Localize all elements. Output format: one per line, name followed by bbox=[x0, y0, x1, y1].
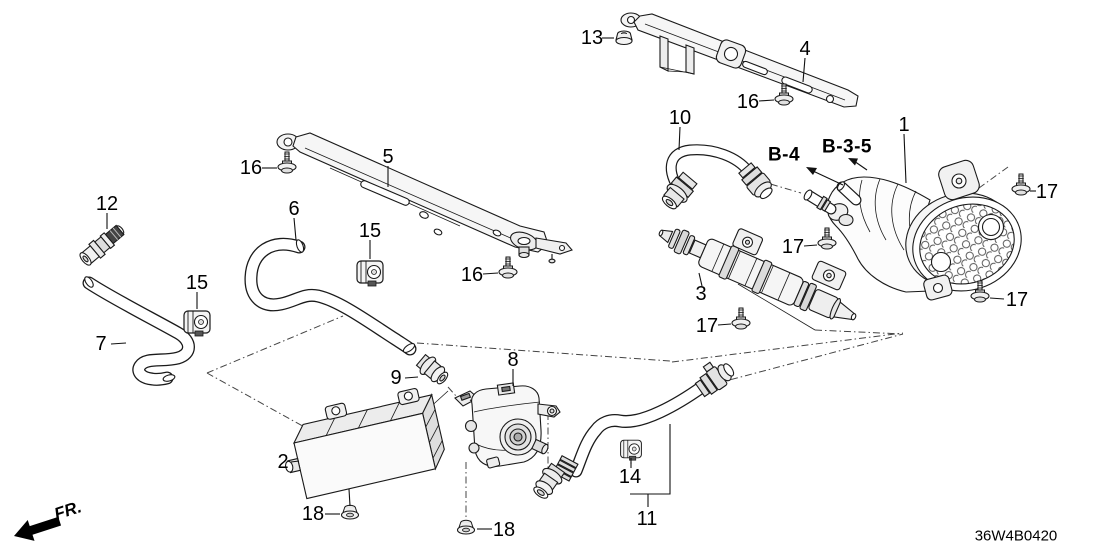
callout-17-7[interactable]: 17 bbox=[1035, 181, 1059, 203]
callout-11-23[interactable]: 11 bbox=[636, 508, 658, 530]
front-direction-arrow-icon bbox=[14, 516, 62, 541]
leader-lines bbox=[106, 37, 1036, 530]
callout-3-14[interactable]: 3 bbox=[695, 283, 707, 305]
ref-label-b-3-5[interactable]: B-3-5 bbox=[821, 136, 873, 158]
callout-18-22[interactable]: 18 bbox=[301, 503, 325, 525]
part-11-hose bbox=[533, 361, 735, 499]
callout-12-8[interactable]: 12 bbox=[95, 193, 119, 215]
part-5-middle-bracket bbox=[276, 132, 573, 264]
part-3-tube-assembly bbox=[658, 228, 857, 321]
part-9-connector bbox=[415, 353, 449, 385]
callout-13-0[interactable]: 13 bbox=[580, 27, 604, 49]
callout-7-17[interactable]: 7 bbox=[95, 333, 107, 355]
assembly-dash-lines bbox=[206, 166, 1009, 521]
part-10-hose bbox=[661, 144, 773, 210]
callout-9-19[interactable]: 9 bbox=[390, 367, 402, 389]
part-8-purge-valve bbox=[454, 382, 561, 469]
callout-14-21[interactable]: 14 bbox=[618, 466, 642, 488]
callout-15-13[interactable]: 15 bbox=[185, 272, 209, 294]
part-4-upper-bracket bbox=[620, 12, 859, 108]
part-13-nut bbox=[615, 30, 633, 46]
callout-17-16[interactable]: 17 bbox=[695, 315, 719, 337]
part-2-canister-box bbox=[285, 388, 445, 500]
canister-port-b35 bbox=[836, 181, 862, 206]
callout-8-18[interactable]: 8 bbox=[507, 349, 519, 371]
callout-10-3[interactable]: 10 bbox=[668, 107, 692, 129]
part-12-sensor bbox=[79, 224, 125, 266]
callout-15-10[interactable]: 15 bbox=[358, 220, 382, 242]
callout-4-1[interactable]: 4 bbox=[799, 38, 811, 60]
ref-label-b-4[interactable]: B-4 bbox=[767, 144, 801, 166]
callout-5-5[interactable]: 5 bbox=[382, 146, 394, 168]
callout-17-15[interactable]: 17 bbox=[1005, 289, 1029, 311]
diagram-code: 36W4B0420 bbox=[974, 527, 1058, 545]
part-1-canister bbox=[803, 159, 1022, 301]
canister-port-b4 bbox=[803, 189, 837, 215]
b-4-arrow-icon bbox=[806, 167, 844, 186]
callout-18-24[interactable]: 18 bbox=[492, 519, 516, 541]
callout-2-20[interactable]: 2 bbox=[277, 451, 289, 473]
b-3-5-arrow-icon bbox=[848, 158, 868, 171]
callout-1-4[interactable]: 1 bbox=[898, 114, 910, 136]
callout-16-2[interactable]: 16 bbox=[736, 91, 760, 113]
callout-16-6[interactable]: 16 bbox=[239, 157, 263, 179]
callout-6-9[interactable]: 6 bbox=[288, 198, 300, 220]
part-7-hose bbox=[82, 276, 195, 386]
callout-16-12[interactable]: 16 bbox=[460, 264, 484, 286]
part-6-hose bbox=[244, 237, 417, 356]
callout-17-11[interactable]: 17 bbox=[781, 236, 805, 258]
